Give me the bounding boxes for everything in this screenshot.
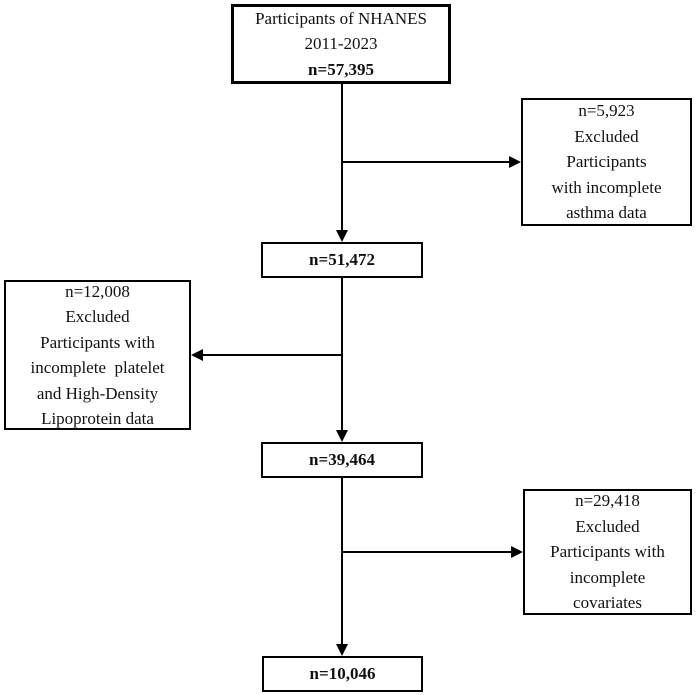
excluded-platelet-line1: Excluded: [65, 307, 130, 326]
excluded-platelet-line5: Lipoprotein data: [41, 409, 154, 428]
excluded-asthma-line1: Excluded: [574, 126, 639, 146]
excluded-covariates-line3: incomplete: [569, 567, 646, 587]
box-n-39464: n=39,464: [261, 442, 423, 478]
connector-51472-to-39464: [341, 278, 343, 432]
final-count: n=10,046: [309, 664, 376, 684]
excluded-covariates-line2: Participants with: [550, 542, 665, 562]
excluded-asthma-line3: with incomplete: [551, 177, 662, 197]
excluded-covariates-count: n=29,418: [575, 491, 640, 511]
box-excluded-asthma: n=5,923 Excluded Participants with incom…: [521, 98, 692, 226]
excluded-asthma-count: n=5,923: [578, 101, 635, 121]
excluded-asthma-line4: asthma data: [566, 203, 647, 223]
connector-branch-covariates: [342, 551, 512, 553]
participants-line1: Participants of NHANES: [255, 8, 427, 28]
box-excluded-covariates: n=29,418 Excluded Participants with inco…: [523, 489, 692, 615]
excluded-asthma-line2: Participants: [566, 152, 647, 172]
arrowhead-down-icon: [336, 230, 348, 242]
box-n-51472: n=51,472: [261, 242, 423, 278]
connector-top-to-51472: [341, 84, 343, 232]
box-nhanes-participants: Participants of NHANES 2011-2023 n=57,39…: [231, 4, 451, 84]
arrowhead-right-icon: [511, 546, 523, 558]
connector-branch-platelet: [202, 354, 342, 356]
excluded-platelet-line3: incomplete platelet: [30, 358, 165, 377]
box-excluded-platelet-hdl: n=12,008 Excluded Participants with inco…: [4, 280, 191, 430]
excluded-platelet-line4: and High-Density: [36, 383, 159, 403]
arrowhead-right-icon: [509, 156, 521, 168]
excluded-platelet-line2: Participants with: [40, 332, 155, 352]
participants-line2: 2011-2023: [304, 34, 378, 54]
arrowhead-down-icon: [336, 644, 348, 656]
connector-branch-asthma: [342, 161, 510, 163]
excluded-covariates-line4: covariates: [573, 593, 642, 613]
after-platelet-count: n=39,464: [309, 450, 375, 470]
excluded-platelet-count: n=12,008: [65, 281, 130, 301]
participants-count: n=57,395: [308, 59, 374, 79]
arrowhead-down-icon: [336, 430, 348, 442]
box-n-10046: n=10,046: [262, 656, 423, 692]
excluded-covariates-line1: Excluded: [575, 516, 640, 536]
connector-39464-to-10046: [341, 478, 343, 646]
after-asthma-count: n=51,472: [309, 250, 375, 270]
arrowhead-left-icon: [191, 349, 203, 361]
